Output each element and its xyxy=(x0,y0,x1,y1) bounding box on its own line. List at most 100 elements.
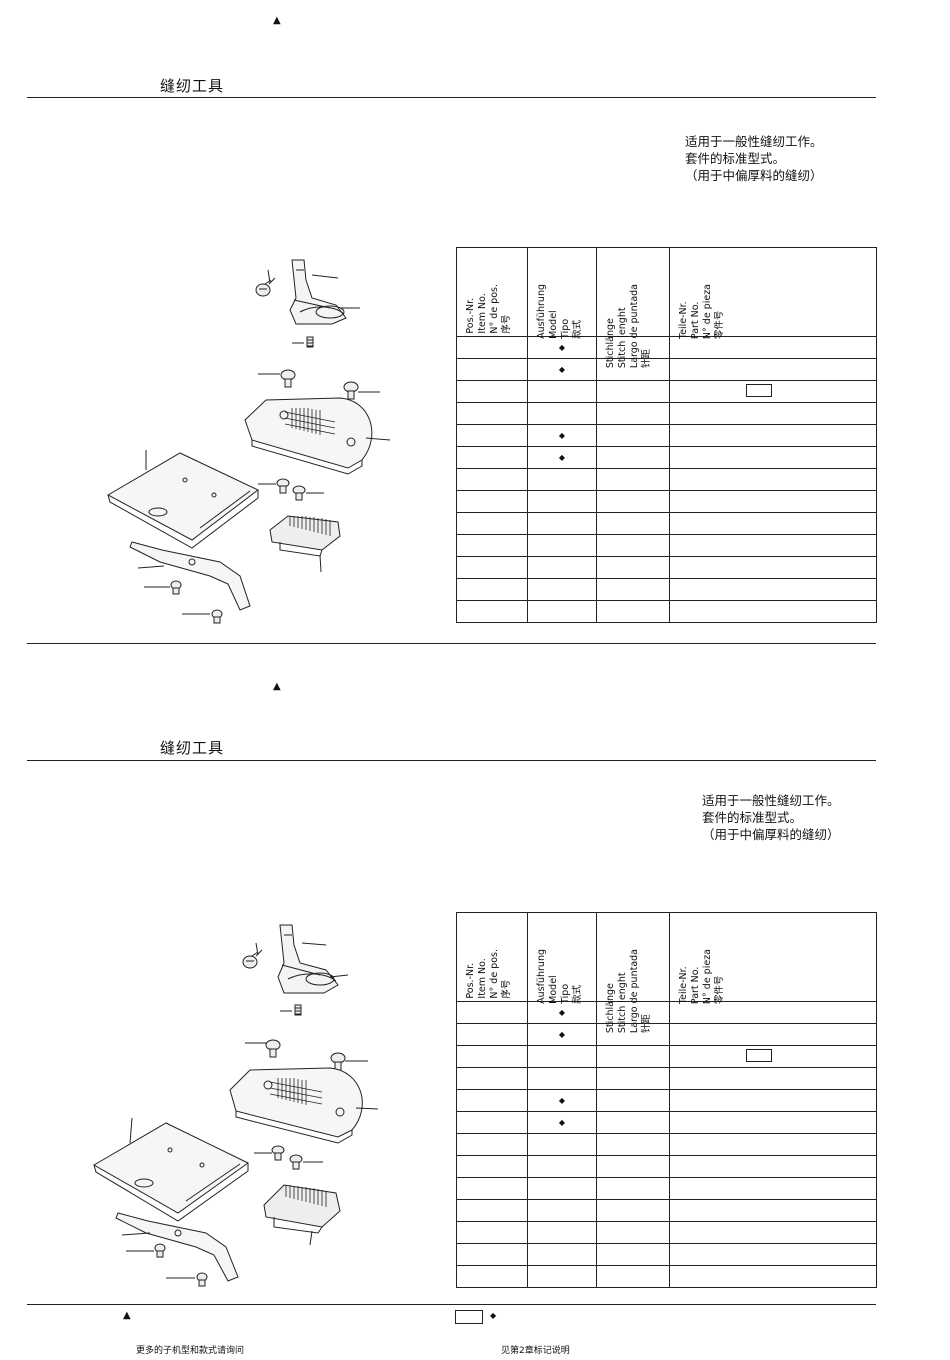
cell-model xyxy=(527,1067,597,1090)
table-row: ◆ xyxy=(456,336,877,359)
cell-part xyxy=(669,1001,877,1024)
cell-stitch xyxy=(596,556,670,579)
table-row xyxy=(456,490,877,513)
cell-model xyxy=(527,556,597,579)
cell-stitch xyxy=(596,490,670,513)
screw xyxy=(343,381,359,400)
cell-model xyxy=(527,1265,597,1288)
cell-stitch xyxy=(596,1265,670,1288)
cell-part xyxy=(669,446,877,469)
table-row xyxy=(456,1045,877,1068)
cell-pos xyxy=(456,1067,528,1090)
description-line: 适用于一般性缝纫工作。 xyxy=(685,134,823,149)
cell-pos xyxy=(456,1089,528,1112)
screw xyxy=(242,949,263,969)
cell-part xyxy=(669,402,877,425)
cell-model xyxy=(527,534,597,557)
diamond-marker: ◆ xyxy=(490,1311,497,1320)
triangle-marker: ▲ xyxy=(273,681,281,692)
divider xyxy=(27,760,876,761)
cell-pos xyxy=(456,600,528,623)
cell-model xyxy=(527,490,597,513)
cell-pos xyxy=(456,1265,528,1288)
cell-part xyxy=(669,358,877,381)
table-row: ◆ xyxy=(456,358,877,381)
divider xyxy=(27,643,876,644)
screw xyxy=(280,369,296,388)
cell-part xyxy=(669,556,877,579)
screw xyxy=(154,1243,166,1258)
cell-part xyxy=(669,534,877,557)
cell-pos xyxy=(456,1001,528,1024)
cell-pos xyxy=(456,380,528,403)
cell-stitch xyxy=(596,1177,670,1200)
cell-part xyxy=(669,600,877,623)
cell-part xyxy=(669,490,877,513)
cell-pos xyxy=(456,424,528,447)
table-row xyxy=(456,1177,877,1200)
table-row xyxy=(456,1067,877,1090)
cell-stitch xyxy=(596,1221,670,1244)
legend-box xyxy=(455,1310,483,1324)
cover-plate xyxy=(106,452,259,541)
option-box xyxy=(746,1048,772,1062)
cell-part xyxy=(669,424,877,447)
table-row xyxy=(456,1133,877,1156)
cell-stitch xyxy=(596,468,670,491)
cell-model xyxy=(527,1177,597,1200)
table-row xyxy=(456,468,877,491)
cover-plate xyxy=(93,1122,249,1214)
table-row: ◆ xyxy=(456,1111,877,1134)
footer-note-right: 见第2章标记说明 xyxy=(501,1346,570,1356)
header-pos: Pos.-Nr.Item No.N° de pos.序号 xyxy=(456,247,528,337)
cell-stitch xyxy=(596,446,670,469)
cell-part xyxy=(669,1089,877,1112)
cell-stitch xyxy=(596,1199,670,1222)
table-row xyxy=(456,1155,877,1178)
cell-part xyxy=(669,1199,877,1222)
table-row xyxy=(456,380,877,403)
cell-pos xyxy=(456,1023,528,1046)
cell-model xyxy=(527,1133,597,1156)
description-line: 适用于一般性缝纫工作。 xyxy=(702,793,840,808)
cell-stitch xyxy=(596,534,670,557)
cell-stitch xyxy=(596,1133,670,1156)
model-diamond-marker: ◆ xyxy=(558,1117,566,1127)
cell-pos xyxy=(456,556,528,579)
table-row xyxy=(456,1199,877,1222)
table-row: ◆ xyxy=(456,1001,877,1024)
triangle-marker: ▲ xyxy=(273,15,281,26)
cell-model xyxy=(527,1045,597,1068)
cell-stitch xyxy=(596,512,670,535)
cell-part xyxy=(669,1067,877,1090)
triangle-marker: ▲ xyxy=(123,1310,131,1321)
cell-pos xyxy=(456,1243,528,1266)
table-row xyxy=(456,1243,877,1266)
cell-model xyxy=(527,1199,597,1222)
screw xyxy=(294,1004,302,1016)
model-diamond-marker: ◆ xyxy=(558,342,566,352)
model-diamond-marker: ◆ xyxy=(558,430,566,440)
cell-model: ◆ xyxy=(527,446,597,469)
cell-part xyxy=(669,1265,877,1288)
cell-model: ◆ xyxy=(527,1001,597,1024)
screw xyxy=(170,580,182,595)
cell-part xyxy=(669,578,877,601)
divider xyxy=(27,1304,876,1305)
table-row: ◆ xyxy=(456,1023,877,1046)
cell-stitch xyxy=(596,1111,670,1134)
cell-part xyxy=(669,380,877,403)
cell-stitch xyxy=(596,1045,670,1068)
cell-part xyxy=(669,468,877,491)
feed-dog xyxy=(269,515,341,551)
cell-pos xyxy=(456,512,528,535)
cell-pos xyxy=(456,1133,528,1156)
section-description: 适用于一般性缝纫工作。 套件的标准型式。 （用于中偏厚料的缝纫） xyxy=(702,792,840,843)
cell-model xyxy=(527,600,597,623)
model-diamond-marker: ◆ xyxy=(558,1029,566,1039)
